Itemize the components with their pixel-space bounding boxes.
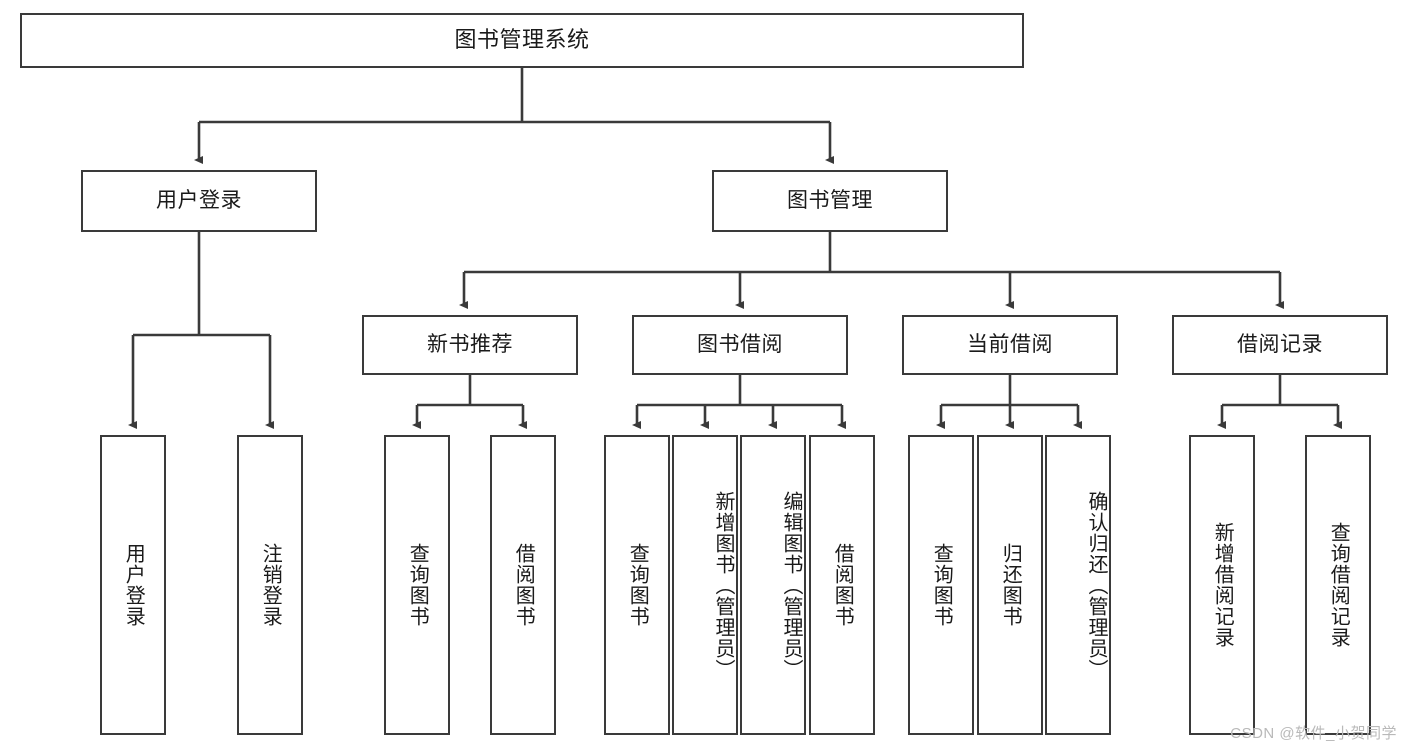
node-root-system[interactable]: 图书管理系统 [20,13,1024,68]
leaf-query-book-borrow[interactable]: 查询图书 [604,435,670,735]
leaf-borrow-book-recommend[interactable]: 借阅图书 [490,435,556,735]
leaf-logout-login[interactable]: 注销登录 [237,435,303,735]
node-current-borrow[interactable]: 当前借阅 [902,315,1118,375]
leaf-add-book-admin[interactable]: 新增图书（管理员） [672,435,738,735]
node-book-manage[interactable]: 图书管理 [712,170,948,232]
leaf-query-book-recommend[interactable]: 查询图书 [384,435,450,735]
node-borrow-record[interactable]: 借阅记录 [1172,315,1388,375]
node-book-borrow[interactable]: 图书借阅 [632,315,848,375]
node-new-book-recommend[interactable]: 新书推荐 [362,315,578,375]
csdn-watermark: CSDN @软件_小贺同学 [1230,725,1397,742]
node-user-login[interactable]: 用户登录 [81,170,317,232]
leaf-borrow-book-borrow[interactable]: 借阅图书 [809,435,875,735]
leaf-user-login[interactable]: 用户登录 [100,435,166,735]
leaf-query-book-current[interactable]: 查询图书 [908,435,974,735]
leaf-confirm-return-admin[interactable]: 确认归还（管理员） [1045,435,1111,735]
leaf-query-borrow-record[interactable]: 查询借阅记录 [1305,435,1371,735]
leaf-edit-book-admin[interactable]: 编辑图书（管理员） [740,435,806,735]
leaf-return-book[interactable]: 归还图书 [977,435,1043,735]
leaf-add-borrow-record[interactable]: 新增借阅记录 [1189,435,1255,735]
